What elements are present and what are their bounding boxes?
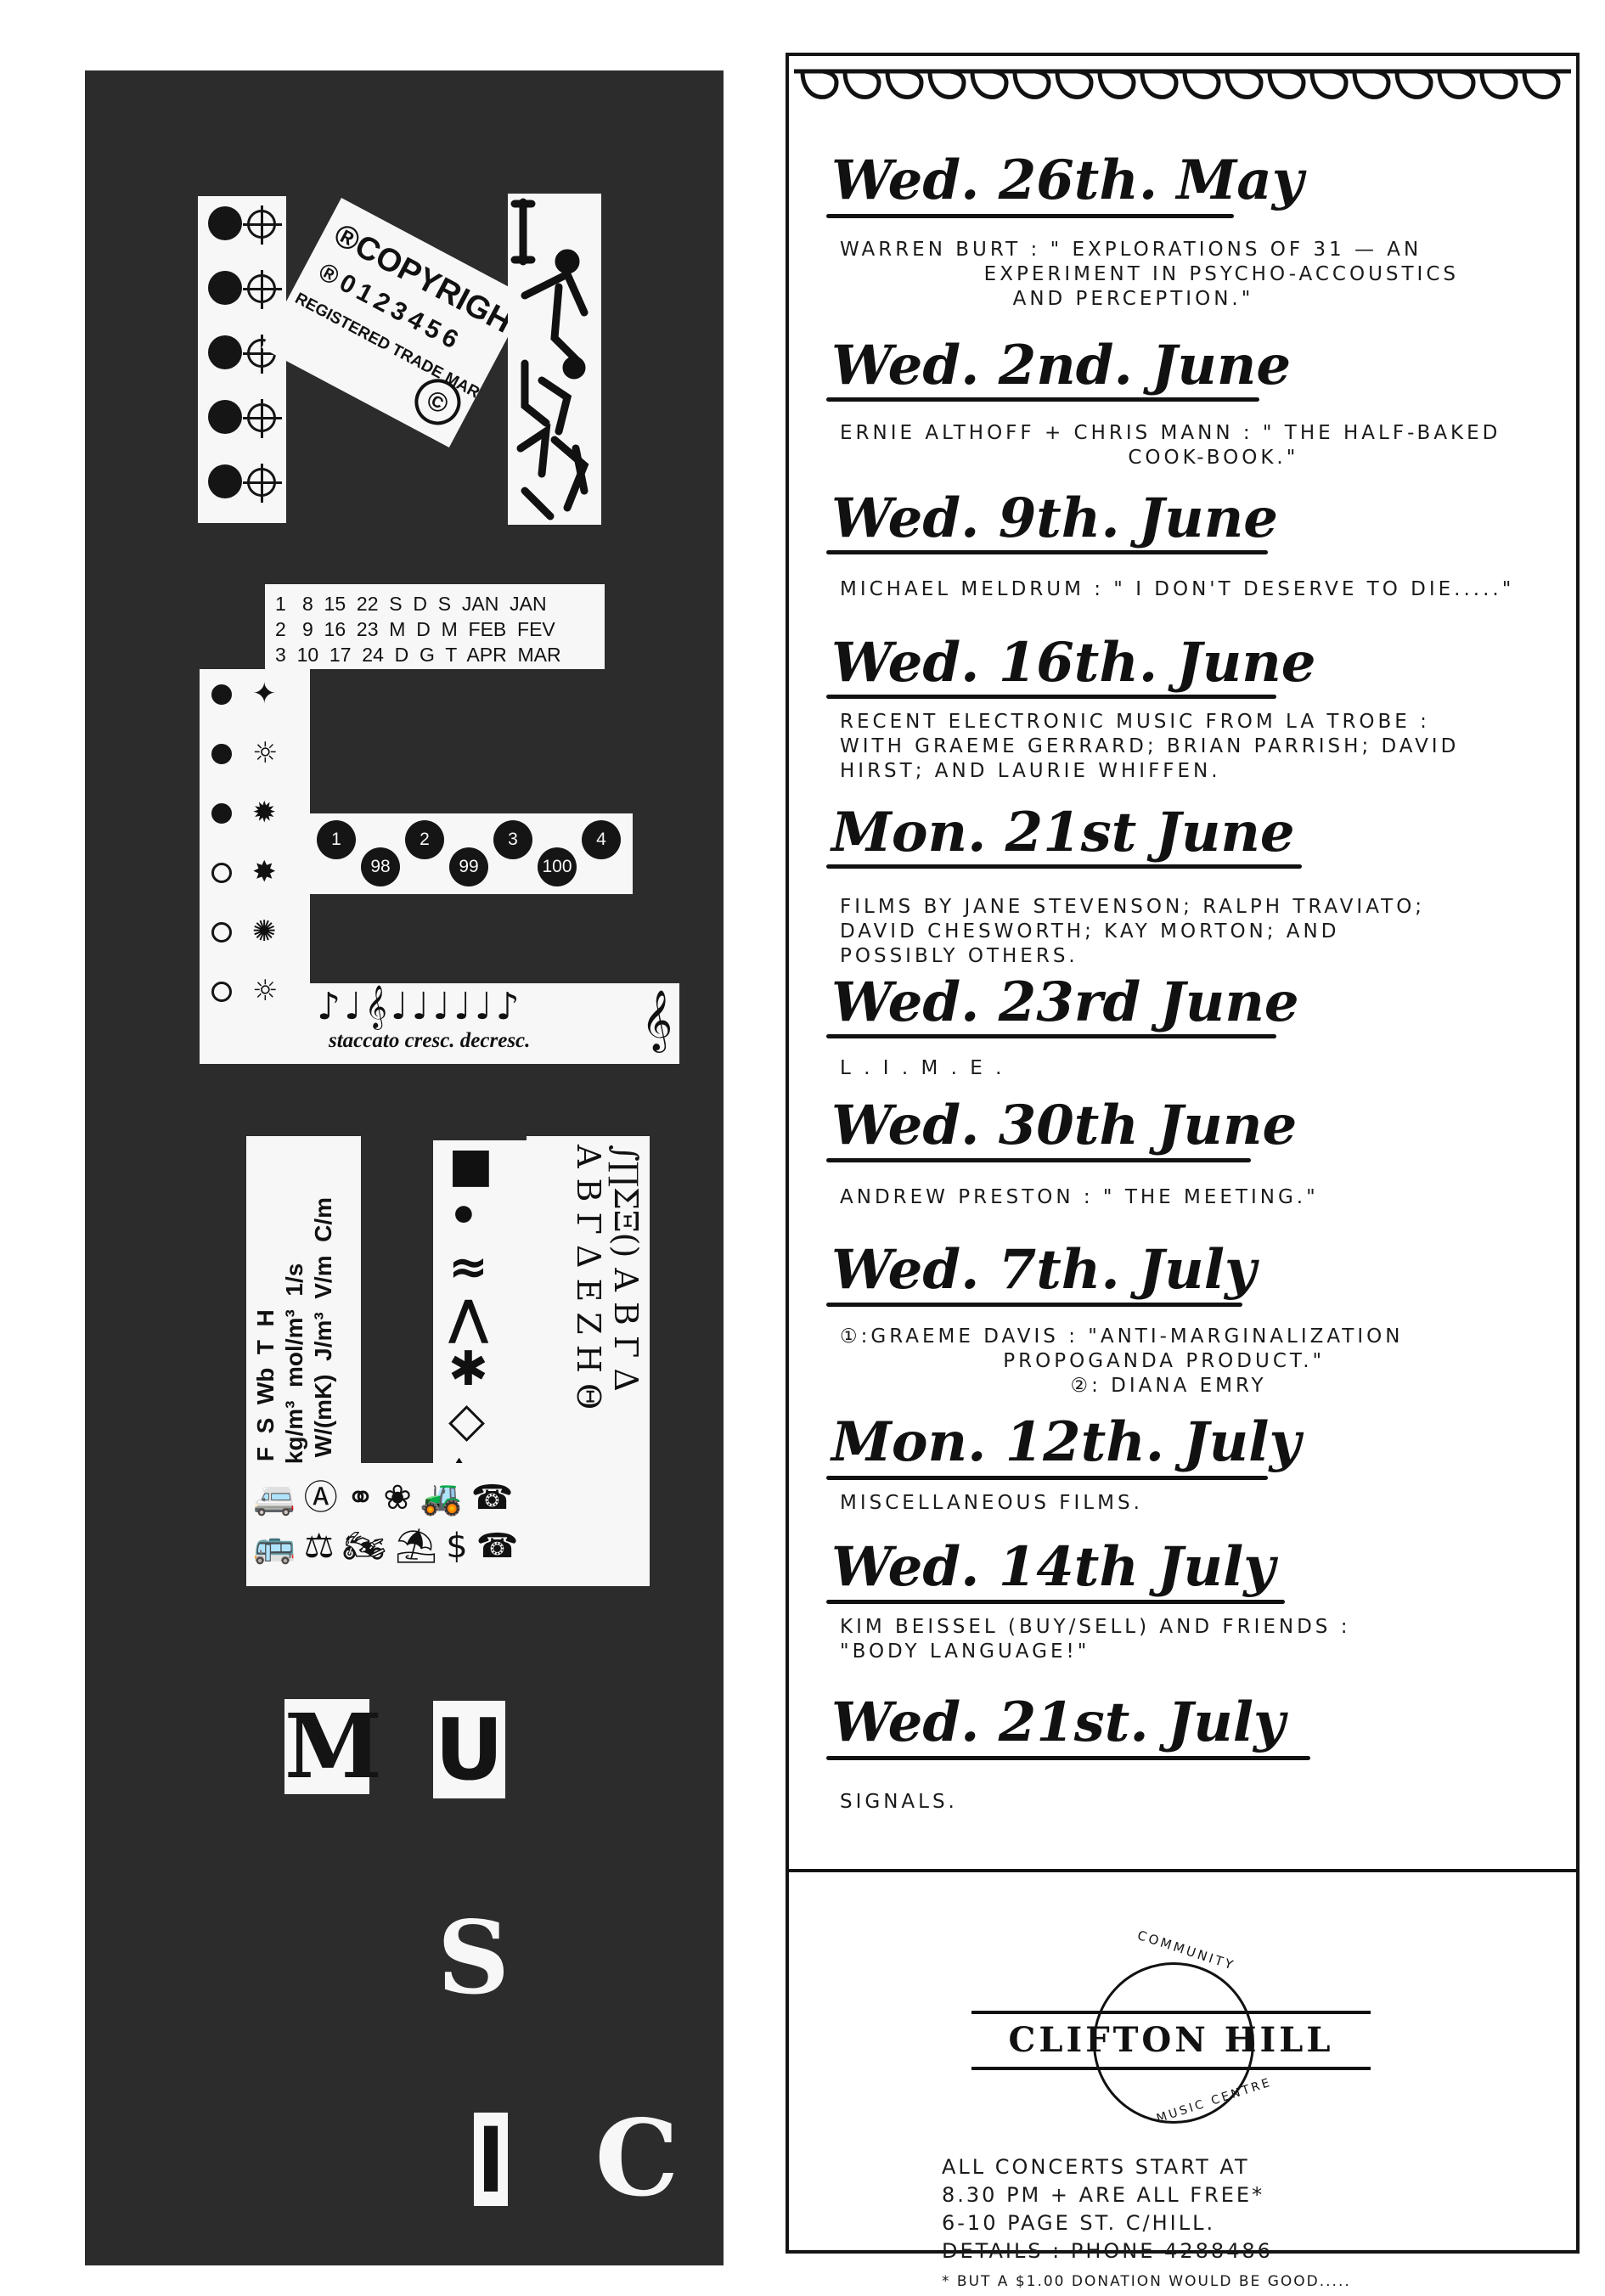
date-underline [826,1476,1268,1480]
n-right-stroke [508,194,601,525]
clifton-hill-logo: CLIFTON HILL [971,2011,1371,2070]
entry-date: Mon. 21st June [831,801,1295,864]
greek-letters: ∫∏ΣΞ() Α Β Γ Δ Α Β Γ Δ Ε Ζ Η Θ [570,1145,645,1410]
vehicle-icons: 🚌⚖🏍⛱$☎ [253,1527,527,1566]
entry-date: Wed. 26th. May [831,149,1304,212]
entry-description: MICHAEL MELDRUM : " I DON'T DESERVE TO D… [840,578,1515,600]
moon-empty-icon [211,982,232,1002]
letter-s: S [433,1900,514,2015]
logo-name: CLIFTON HILL [1008,2020,1334,2060]
sun-icon: ☼ [252,736,279,770]
left-collage-panel: ®COPYRIGHT © ®0123456 REGISTERED TRADE M… [85,70,724,2265]
letter-u: U [433,1700,505,1799]
number-ball: 2 [405,820,444,859]
entry-description: L . I . M . E . [840,1057,1005,1079]
entry-description: RECENT ELECTRONIC MUSIC FROM LA TROBE : … [840,711,1460,782]
moon-empty-icon [211,863,232,883]
date-underline [826,397,1259,402]
spiral-binding-decoration [794,69,1571,99]
entry-description: SIGNALS. [840,1791,958,1813]
date-underline [826,214,1234,218]
vehicle-icons: 🚐Ⓐ⚭❀🚜☎ [253,1478,522,1517]
u-right-greek: ∫∏ΣΞ() Α Β Γ Δ Α Β Γ Δ Ε Ζ Η Θ [527,1136,650,1493]
entry-description: ERNIE ALTHOFF + CHRIS MANN : " THE HALF-… [840,422,1501,469]
letter-m: M [284,1694,383,1798]
e-bottom-music-notation: ♪♩𝄞♩♩♩♩♩♪ staccato cresc. decresc. 𝄞 [310,983,679,1064]
note-icons: ♪♩𝄞♩♩♩♩♩♪ [317,985,523,1028]
bullseye-icon [208,335,242,369]
u-left-units: J C F S Wb T H 1/m kg/m³ mol/m³ 1/s J/kg… [246,1136,361,1527]
number-ball: 3 [493,820,532,859]
concert-details: ALL CONCERTS START AT 8.30 PM + ARE ALL … [942,2153,1351,2296]
sun-icon: ✸ [252,855,277,889]
bullseye-icon [208,464,242,498]
sun-icon: ✹ [252,796,277,830]
letter-i: I [474,2112,508,2207]
date-underline [826,1600,1285,1604]
entry-date: Wed. 21st. July [831,1691,1286,1754]
crosshair-icon [243,205,282,245]
number-ball: 100 [538,847,577,886]
music-terms: staccato cresc. decresc. [329,1029,531,1052]
bullseye-icon [208,400,242,434]
bullseye-icon [208,271,242,305]
entry-date: Wed. 16th. June [831,631,1316,695]
number-ball: 98 [361,847,400,886]
date-underline [826,695,1276,699]
logo-ring [1093,1962,1254,2124]
arrow-symbols-icon: ■•≈⋀✱◇⬧ [448,1140,493,1497]
date-underline [826,1756,1310,1760]
moon-empty-icon [211,922,232,943]
date-underline [826,1158,1251,1162]
n-diagonal-copyright-label: ®COPYRIGHT © ®0123456 REGISTERED TRADE M… [262,198,529,447]
date-underline [826,1303,1242,1307]
sun-icon: ✺ [252,914,277,948]
number-ball: 4 [582,820,621,859]
moon-full-icon [211,744,232,764]
donation-note: * BUT A $1.00 DONATION WOULD BE GOOD....… [942,2273,1351,2290]
date-underline [826,864,1302,869]
entry-description: ANDREW PRESTON : " THE MEETING." [840,1186,1319,1208]
u-middle-symbols: ■•≈⋀✱◇⬧ [433,1140,527,1497]
bullseye-icon [208,206,242,240]
panel-divider [789,1869,1576,1872]
entry-date: Mon. 12th. July [831,1410,1301,1474]
crosshair-icon [243,270,282,309]
entry-date: Wed. 9th. June [831,487,1278,550]
entry-date: Wed. 14th July [831,1535,1276,1599]
entry-description: KIM BEISSEL (BUY/SELL) AND FRIENDS : "BO… [840,1616,1351,1663]
entry-date: Wed. 7th. July [831,1238,1257,1302]
crosshair-icon [243,464,282,503]
calendar-grid: 1 8 15 22 S D S JAN JAN 2 9 16 23 M D M … [275,593,561,666]
number-ball: 1 [317,820,356,859]
details-lines: ALL CONCERTS START AT 8.30 PM + ARE ALL … [942,2155,1273,2263]
date-underline [826,550,1268,554]
schedule-panel: Wed. 26th. May WARREN BURT : " EXPLORATI… [786,53,1580,2290]
e-spine-moon-phases: ✦ ☼ ✹ ✸ ✺ ☼ [200,669,310,1064]
entry-date: Wed. 23rd June [831,971,1299,1034]
e-middle-number-balls: 1 98 2 99 3 100 4 [310,813,633,894]
date-underline [826,1034,1276,1038]
entry-description: FILMS BY JANE STEVENSON; RALPH TRAVIATO;… [840,896,1426,967]
number-ball: 99 [449,847,488,886]
letter-c: C [590,2107,684,2212]
u-bottom-vehicles: 🚐Ⓐ⚭❀🚜☎ 🚌⚖🏍⛱$☎ [246,1463,650,1586]
treble-clef-icon: 𝄞 [641,988,673,1050]
sun-icon: ✦ [252,677,277,711]
crosshair-icon [243,399,282,438]
moon-full-icon [211,803,232,824]
e-top-calendar: 1 8 15 22 S D S JAN JAN 2 9 16 23 M D M … [265,584,605,669]
sun-icon: ☼ [252,974,279,1008]
moon-full-icon [211,684,232,705]
n-left-stroke [198,196,286,523]
entry-description: ①:GRAEME DAVIS : "ANTI-MARGINALIZATION P… [840,1325,1404,1397]
figure-symbols-icon [510,198,589,521]
entry-description: MISCELLANEOUS FILMS. [840,1492,1143,1514]
entry-date: Wed. 2nd. June [831,334,1292,397]
entry-date: Wed. 30th June [831,1094,1298,1157]
entry-description: WARREN BURT : " EXPLORATIONS OF 31 — AN … [840,239,1459,310]
